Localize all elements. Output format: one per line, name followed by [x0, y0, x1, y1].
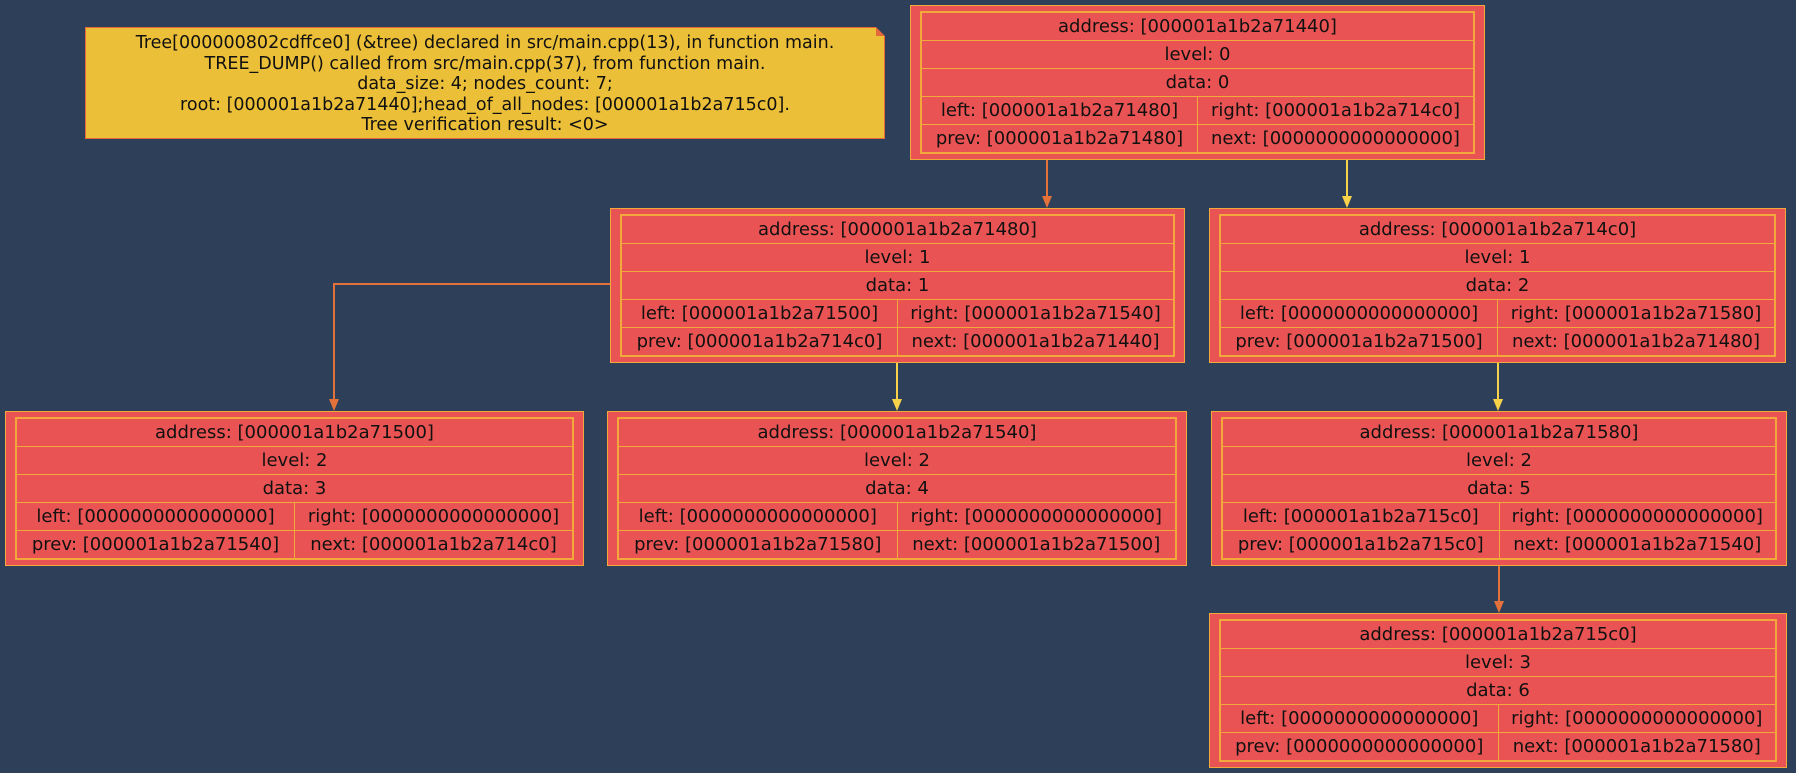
node-right-cell: right: [000001a1b2a71540]	[897, 298, 1175, 328]
node-next-cell: next: [000001a1b2a71580]	[1497, 731, 1777, 762]
node-left-cell: left: [000001a1b2a71500]	[620, 298, 898, 328]
node-data-cell: data: 1	[620, 271, 1175, 300]
tree-edge-left	[1494, 566, 1504, 613]
node-next-cell: next: [000001a1b2a714c0]	[294, 529, 574, 560]
tree-edge-left	[1042, 160, 1052, 208]
node-level-cell: level: 0	[920, 40, 1475, 70]
node-prev-cell: prev: [000001a1b2a71500]	[1219, 326, 1498, 357]
node-data-cell: data: 4	[617, 474, 1177, 503]
node-address-cell: address: [000001a1b2a71580]	[1221, 417, 1777, 448]
node-data-cell: data: 5	[1221, 474, 1777, 503]
tree-edge-right	[1342, 160, 1352, 208]
arrowhead-icon	[1493, 399, 1503, 411]
node-next-cell: next: [000001a1b2a71440]	[897, 326, 1175, 357]
node-data-cell: data: 6	[1219, 676, 1777, 705]
tree-edge-right	[892, 363, 902, 411]
node-next-cell: next: [000001a1b2a71500]	[896, 529, 1177, 560]
node-level-cell: level: 2	[1221, 446, 1777, 476]
note-fold-corner	[876, 27, 885, 36]
info-line: Tree verification result: <0>	[361, 115, 609, 135]
node-prev-cell: prev: [000001a1b2a71540]	[15, 529, 295, 560]
node-level-cell: level: 2	[15, 446, 574, 476]
arrowhead-icon	[1342, 196, 1352, 208]
node-level-cell: level: 1	[620, 243, 1175, 273]
node-address-cell: address: [000001a1b2a714c0]	[1219, 214, 1776, 245]
node-address-cell: address: [000001a1b2a715c0]	[1219, 619, 1777, 650]
node-left-cell: left: [0000000000000000]	[1219, 298, 1498, 328]
node-address-cell: address: [000001a1b2a71540]	[617, 417, 1177, 448]
node-address-cell: address: [000001a1b2a71500]	[15, 417, 574, 448]
tree-edge-right	[1493, 363, 1503, 411]
tree-edge-left	[329, 283, 610, 411]
edge-line	[333, 283, 610, 401]
node-data-cell: data: 2	[1219, 271, 1776, 300]
node-left-cell: left: [0000000000000000]	[1219, 703, 1499, 733]
node-left-cell: left: [0000000000000000]	[617, 501, 898, 531]
node-left-cell: left: [000001a1b2a715c0]	[1221, 501, 1500, 531]
info-line: data_size: 4; nodes_count: 7;	[357, 74, 613, 94]
node-address-cell: address: [000001a1b2a71480]	[620, 214, 1175, 245]
info-line: root: [000001a1b2a71440];head_of_all_nod…	[180, 94, 790, 115]
node-next-cell: next: [0000000000000000]	[1197, 123, 1475, 154]
arrowhead-icon	[329, 399, 339, 411]
node-prev-cell: prev: [000001a1b2a71580]	[617, 529, 898, 560]
node-level-cell: level: 2	[617, 446, 1177, 476]
node-prev-cell: prev: [000001a1b2a715c0]	[1221, 529, 1500, 560]
node-next-cell: next: [000001a1b2a71480]	[1497, 326, 1776, 357]
info-line: TREE_DUMP() called from src/main.cpp(37)…	[204, 53, 766, 74]
node-right-cell: right: [0000000000000000]	[1497, 703, 1777, 733]
node-level-cell: level: 3	[1219, 648, 1777, 678]
arrowhead-icon	[1042, 196, 1052, 208]
node-prev-cell: prev: [000001a1b2a714c0]	[620, 326, 898, 357]
arrowhead-icon	[1494, 601, 1504, 613]
node-next-cell: next: [000001a1b2a71540]	[1498, 529, 1777, 560]
node-right-cell: right: [0000000000000000]	[1498, 501, 1777, 531]
node-right-cell: right: [0000000000000000]	[896, 501, 1177, 531]
node-level-cell: level: 1	[1219, 243, 1776, 273]
node-right-cell: right: [0000000000000000]	[294, 501, 574, 531]
node-left-cell: left: [0000000000000000]	[15, 501, 295, 531]
tree-info-note: Tree[000000802cdffce0] (&tree) declared …	[85, 27, 885, 139]
node-right-cell: right: [000001a1b2a714c0]	[1197, 95, 1475, 125]
node-prev-cell: prev: [0000000000000000]	[1219, 731, 1499, 762]
node-right-cell: right: [000001a1b2a71580]	[1497, 298, 1776, 328]
info-line: Tree[000000802cdffce0] (&tree) declared …	[135, 33, 835, 53]
node-prev-cell: prev: [000001a1b2a71480]	[920, 123, 1198, 154]
node-data-cell: data: 0	[920, 68, 1475, 97]
node-data-cell: data: 3	[15, 474, 574, 503]
node-left-cell: left: [000001a1b2a71480]	[920, 95, 1198, 125]
node-address-cell: address: [000001a1b2a71440]	[920, 11, 1475, 42]
arrowhead-icon	[892, 399, 902, 411]
